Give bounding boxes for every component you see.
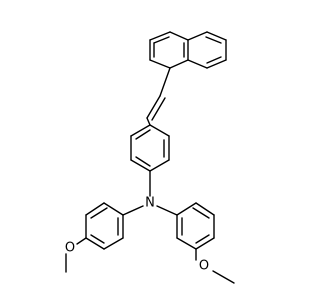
left-oxygen-label: O xyxy=(65,241,75,256)
right-methoxyphenyl-ring xyxy=(156,202,235,284)
nitrogen-atom-label: N xyxy=(145,196,155,211)
naphthalene-ring xyxy=(149,31,227,69)
chemical-structure-diagram: N O O xyxy=(65,31,235,284)
right-oxygen-label: O xyxy=(199,259,209,274)
left-methoxyphenyl-ring xyxy=(65,202,144,273)
vinylene-linker xyxy=(146,67,171,121)
central-phenyl-ring xyxy=(130,117,170,197)
